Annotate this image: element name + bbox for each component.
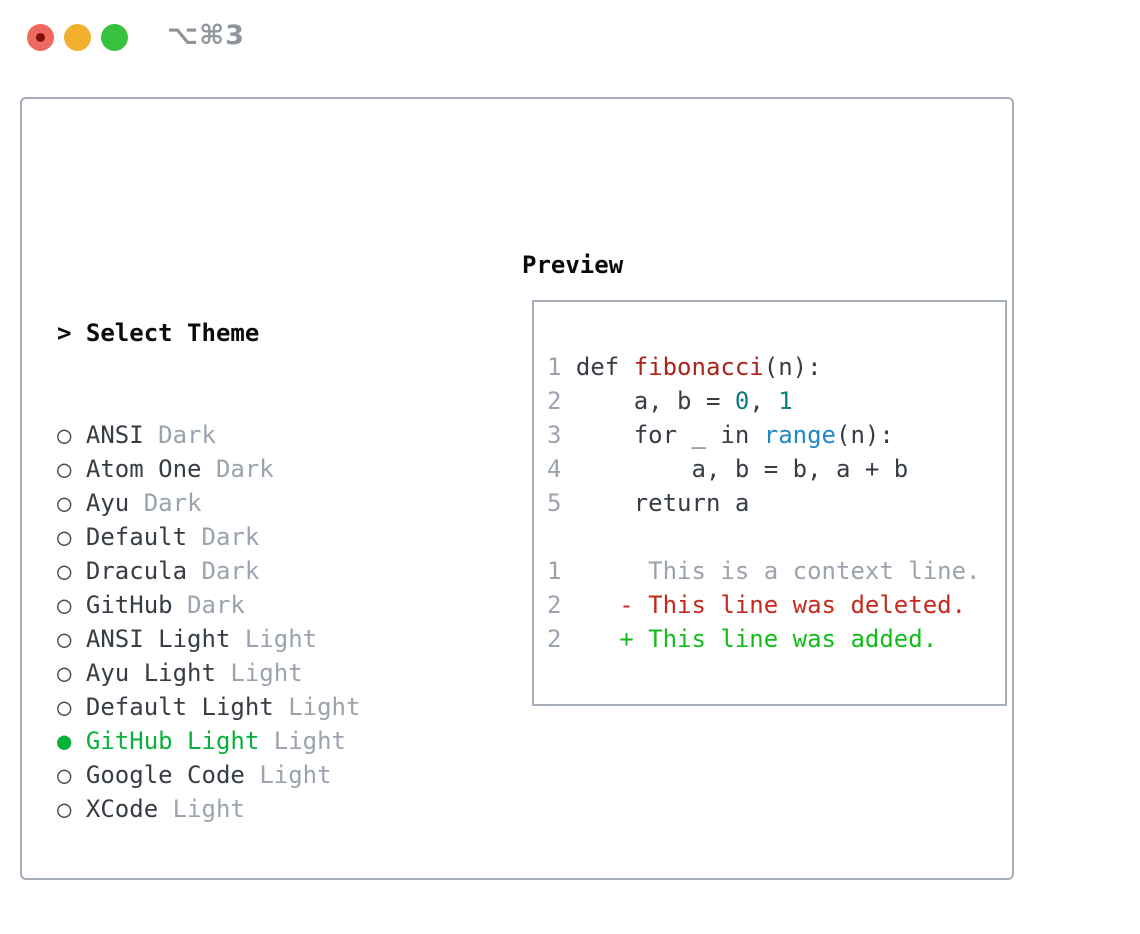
preview-title: Preview (522, 251, 624, 279)
prompt-icon: > (57, 319, 86, 347)
code-line: 4 a, b = b, a + b (547, 452, 1005, 486)
radio-unselected-icon: ○ (57, 523, 72, 551)
theme-name: Ayu (85, 489, 130, 517)
theme-variant: Light (273, 727, 346, 755)
radio-unselected-icon: ○ (57, 625, 72, 653)
code-token: 0 (734, 387, 750, 415)
line-number: 3 (547, 421, 562, 449)
code-line (547, 520, 1005, 554)
theme-name: Default Light (85, 693, 274, 721)
code-token: return a (575, 489, 750, 517)
radio-unselected-icon: ○ (57, 693, 72, 721)
radio-unselected-icon: ○ (57, 659, 72, 687)
code-token: def (575, 353, 634, 381)
code-line: 3 for _ in range(n): (547, 418, 1005, 452)
theme-option-github-light[interactable]: ● GitHub Light Light (57, 724, 462, 758)
theme-name: Google Code (85, 761, 245, 789)
code-token: - This line was deleted. (575, 591, 967, 619)
theme-option-ansi[interactable]: ○ ANSI Dark (57, 418, 462, 452)
radio-unselected-icon: ○ (57, 795, 72, 823)
theme-option-dracula[interactable]: ○ Dracula Dark (57, 554, 462, 588)
code-token: a, b = b, a + b (575, 455, 909, 483)
line-number: 2 (547, 387, 562, 415)
window-title-shortcut: ⌥⌘3 (167, 20, 245, 51)
theme-name: Dracula (85, 557, 188, 585)
theme-picker-panel: > Select Theme ○ ANSI Dark○ Atom One Dar… (20, 97, 1014, 880)
code-token: for _ in (575, 421, 764, 449)
line-number: 2 (547, 625, 562, 653)
code-token: 1 (778, 387, 793, 415)
radio-unselected-icon: ○ (57, 557, 72, 585)
code-line: 1 def fibonacci(n): (547, 350, 1005, 384)
line-number: 4 (547, 455, 562, 483)
code-line: 2 + This line was added. (547, 622, 1005, 656)
theme-variant: Dark (143, 489, 202, 517)
theme-option-ansi-light[interactable]: ○ ANSI Light Light (57, 622, 462, 656)
radio-unselected-icon: ○ (57, 421, 72, 449)
theme-options: ○ ANSI Dark○ Atom One Dark○ Ayu Dark○ De… (57, 418, 462, 826)
theme-option-github[interactable]: ○ GitHub Dark (57, 588, 462, 622)
radio-unselected-icon: ○ (57, 489, 72, 517)
theme-name: XCode (85, 795, 159, 823)
theme-name: ANSI (85, 421, 144, 449)
theme-variant: Dark (201, 523, 260, 551)
theme-variant: Light (230, 659, 303, 687)
code-token: fibonacci (633, 353, 764, 381)
radio-unselected-icon: ○ (57, 761, 72, 789)
theme-option-ayu[interactable]: ○ Ayu Dark (57, 486, 462, 520)
radio-unselected-icon: ○ (57, 591, 72, 619)
theme-name: Ayu Light (85, 659, 216, 687)
theme-variant: Dark (158, 421, 216, 449)
theme-variant: Light (244, 625, 318, 653)
code-token: (n): (836, 421, 894, 449)
minimize-button[interactable] (64, 24, 91, 51)
select-theme-header-label: Select Theme (85, 319, 260, 347)
theme-name: GitHub (85, 591, 173, 619)
theme-name: Default (85, 523, 188, 551)
theme-name: Atom One (85, 455, 202, 483)
code-token: + This line was added. (575, 625, 938, 653)
unsaved-dot-icon (36, 33, 45, 42)
theme-option-xcode[interactable]: ○ XCode Light (57, 792, 462, 826)
theme-variant: Light (288, 693, 361, 721)
theme-option-google-code[interactable]: ○ Google Code Light (57, 758, 462, 792)
radio-selected-icon: ● (57, 727, 72, 755)
theme-option-default-light[interactable]: ○ Default Light Light (57, 690, 462, 724)
spacer (57, 894, 462, 928)
line-number: 1 (547, 557, 562, 585)
code-token: range (763, 421, 836, 449)
line-number: 2 (547, 591, 562, 619)
theme-name: ANSI Light (85, 625, 231, 653)
close-button[interactable] (27, 24, 54, 51)
code-token: This is a context line. (575, 557, 981, 585)
radio-unselected-icon: ○ (57, 455, 72, 483)
code-line: 1 This is a context line. (547, 554, 1005, 588)
code-token: (n): (763, 353, 822, 381)
theme-variant: Dark (187, 591, 245, 619)
theme-option-ayu-light[interactable]: ○ Ayu Light Light (57, 656, 462, 690)
line-number: 5 (547, 489, 562, 517)
theme-variant: Dark (201, 557, 260, 585)
select-theme-header: > Select Theme (57, 316, 462, 350)
theme-list-column: > Select Theme ○ ANSI Dark○ Atom One Dar… (57, 248, 462, 934)
theme-option-default[interactable]: ○ Default Dark (57, 520, 462, 554)
code-line: 5 return a (547, 486, 1005, 520)
code-line: 2 - This line was deleted. (547, 588, 1005, 622)
titlebar: ⌥⌘3 (0, 0, 1140, 96)
theme-option-atom-one[interactable]: ○ Atom One Dark (57, 452, 462, 486)
code-token: a, b = (575, 387, 735, 415)
line-number: 1 (547, 353, 562, 381)
theme-variant: Light (172, 795, 245, 823)
theme-variant: Light (259, 761, 332, 789)
theme-variant: Dark (215, 455, 274, 483)
code-line: 2 a, b = 0, 1 (547, 384, 1005, 418)
code-token: , (749, 387, 779, 415)
theme-name: GitHub Light (85, 727, 260, 755)
zoom-button[interactable] (101, 24, 128, 51)
